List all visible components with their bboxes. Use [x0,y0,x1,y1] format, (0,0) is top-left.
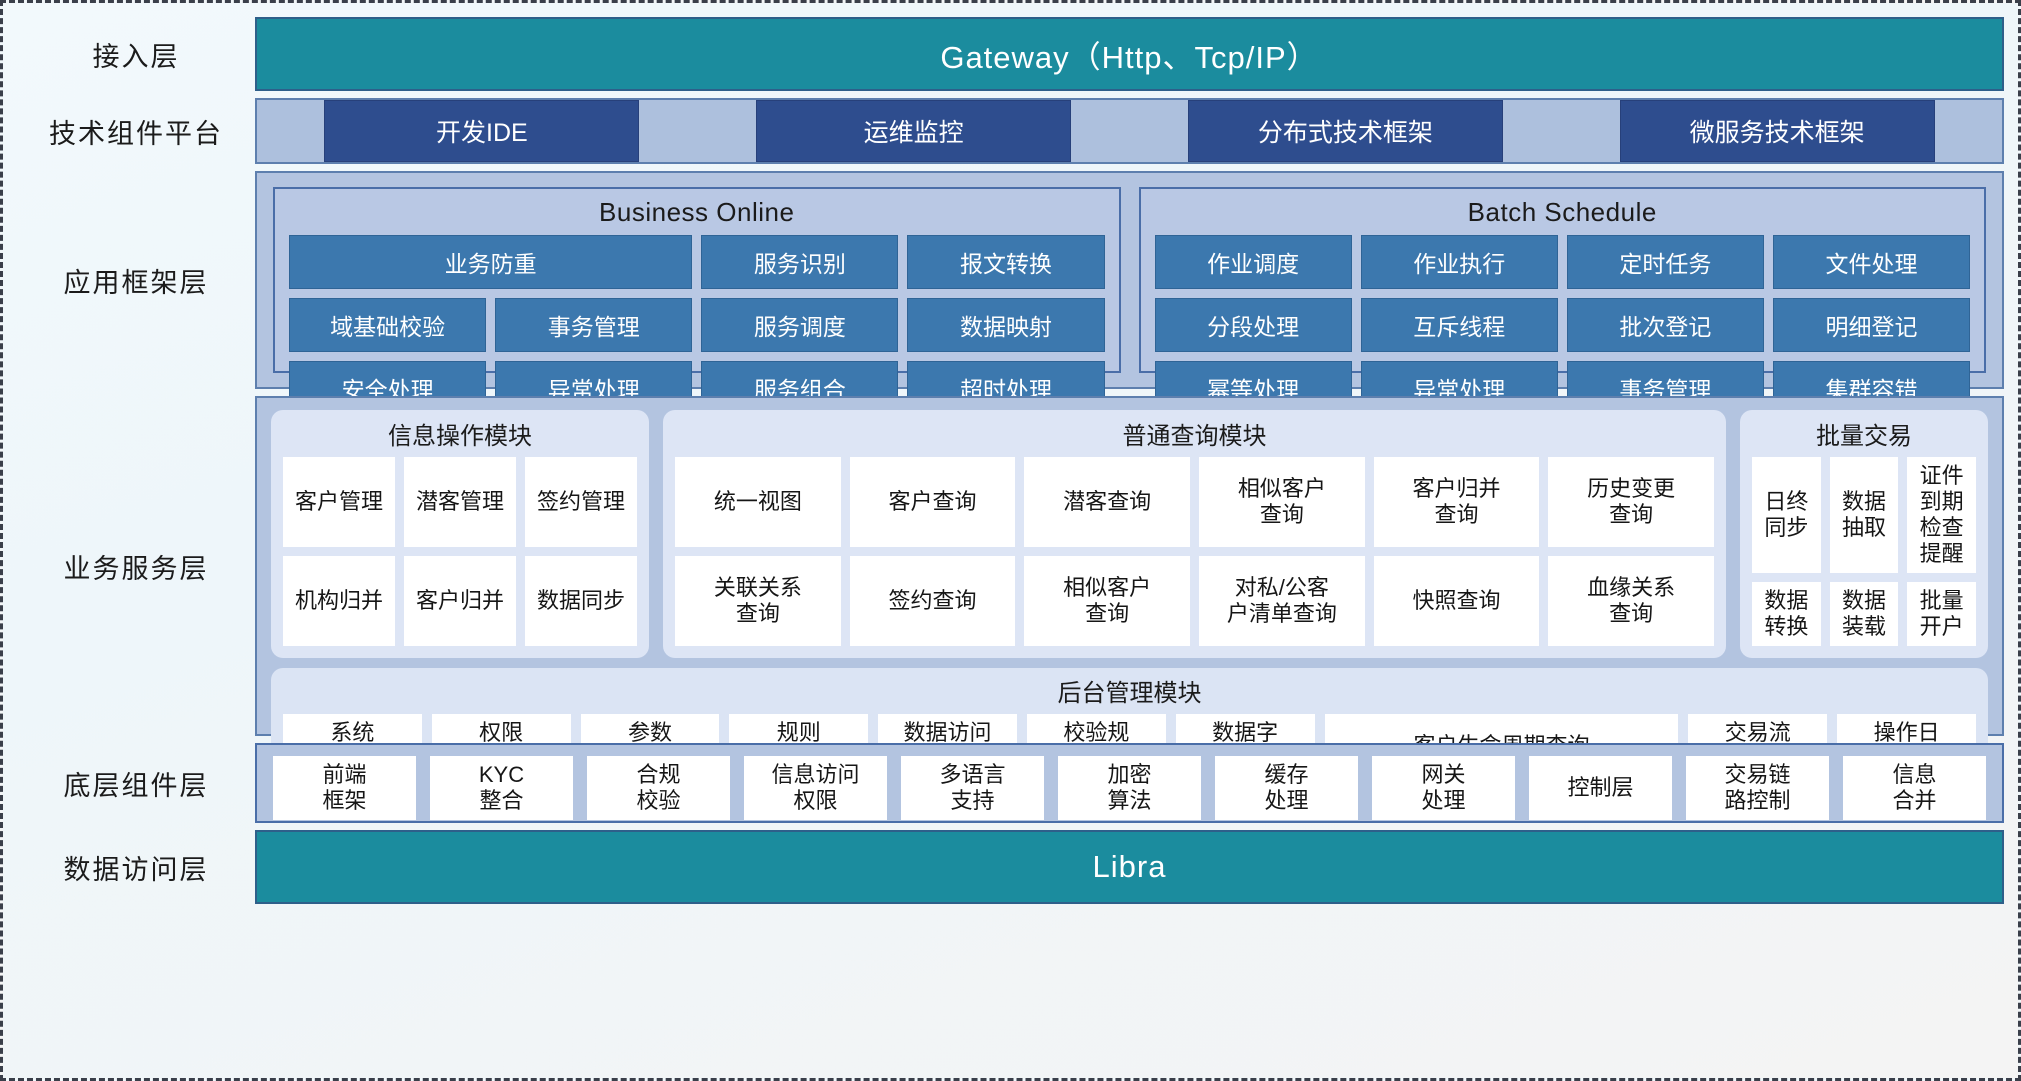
tech-chip[interactable]: 开发IDE [324,100,640,162]
framework-cell[interactable]: 明细登记 [1772,298,1970,352]
underlying-component-cell[interactable]: 加密 算法 [1058,756,1201,820]
underlying-component-cell[interactable]: 网关 处理 [1372,756,1515,820]
service-module-cell[interactable]: 签约查询 [849,555,1016,646]
framework-group: Batch Schedule 作业调度作业执行定时任务文件处理分段处理互斥线程批次… [1138,187,1986,415]
layer-rows: 接入层 Gateway（Http、Tcp/IP） 技术组件平台 开发IDE 运维监… [3,3,2018,1078]
framework-group: Business Online 业务防重服务识别报文转换域基础校验事务管理服务调度… [273,187,1121,415]
framework-cell[interactable]: 作业执行 [1360,235,1558,289]
underlying-component-cell[interactable]: 前端 框架 [273,756,416,820]
underlying-component-cell[interactable]: 交易链 路控制 [1686,756,1829,820]
framework-cell[interactable]: 业务防重 [289,235,693,289]
layer-label-tech-platform: 技术组件平台 [49,118,223,149]
tech-chip[interactable]: 运维监控 [756,100,1072,162]
underlying-component-cell[interactable]: KYC 整合 [430,756,573,820]
service-module-cell[interactable]: 对私/公客 户清单查询 [1199,555,1365,646]
service-module-card: 批量交易日终 同步数据 抽取证件到期 检查提醒数据 转换数据 装载批量 开户 [1740,410,1988,658]
underlying-component-cell[interactable]: 合规 校验 [587,756,730,820]
framework-cell[interactable]: 分段处理 [1154,298,1352,352]
framework-cell[interactable]: 作业调度 [1154,235,1352,289]
framework-cell[interactable]: 数据映射 [907,298,1105,352]
service-module-cell[interactable]: 数据 转换 [1752,581,1821,646]
framework-cell[interactable]: 事务管理 [495,298,693,352]
layer-row-app-framework: 应用框架层 Business Online 业务防重服务识别报文转换域基础校验事务… [17,171,2004,415]
framework-grid: 业务防重服务识别报文转换域基础校验事务管理服务调度数据映射安全处理异常处理服务组… [289,235,1105,415]
layer-body-tech-platform: 开发IDE 运维监控 分布式技术框架 微服务技术框架 [255,98,2004,164]
underlying-component-cell[interactable]: 信息 合并 [1843,756,1986,820]
service-module-title: 批量交易 [1816,423,1912,450]
framework-grid: 作业调度作业执行定时任务文件处理分段处理互斥线程批次登记明细登记幂等处理异常处理… [1154,235,1970,415]
service-module-cell[interactable]: 日终 同步 [1752,457,1821,573]
underlying-component-cell[interactable]: 多语言 支持 [901,756,1044,820]
service-module-cell[interactable]: 相似客户 查询 [1024,555,1190,646]
service-module-card: 信息操作模块客户管理潜客管理签约管理机构归并客户归并数据同步 [271,410,649,658]
tech-chip[interactable]: 微服务技术框架 [1619,100,1935,162]
underlying-component-cell[interactable]: 缓存 处理 [1215,756,1358,820]
framework-cell[interactable]: 服务识别 [701,235,899,289]
libra-bar[interactable]: Libra [255,830,2004,904]
service-module-cell[interactable]: 客户归并 查询 [1373,457,1540,547]
service-module-cell[interactable]: 快照查询 [1373,555,1540,646]
framework-cell[interactable]: 报文转换 [907,235,1105,289]
framework-group-title: Batch Schedule [1467,197,1657,227]
framework-cell[interactable]: 批次登记 [1566,298,1764,352]
service-module-cell[interactable]: 数据 装载 [1829,581,1899,646]
layer-row-access: 接入层 Gateway（Http、Tcp/IP） [17,17,2004,91]
service-module-cell[interactable]: 批量 开户 [1907,581,1976,646]
layer-label-data-access: 数据访问层 [63,854,209,885]
framework-cell[interactable]: 域基础校验 [289,298,487,352]
framework-group-title: Business Online [599,197,795,227]
service-module-cell[interactable]: 客户查询 [849,457,1016,547]
service-module-cell[interactable]: 关联关系 查询 [675,555,841,646]
layer-row-tech-platform: 技术组件平台 开发IDE 运维监控 分布式技术框架 微服务技术框架 [17,98,2004,164]
framework-cell[interactable]: 服务调度 [701,298,899,352]
tech-platform-band: 开发IDE 运维监控 分布式技术框架 微服务技术框架 [255,98,2004,164]
service-module-cell[interactable]: 数据同步 [525,555,637,646]
layer-label-app-framework: 应用框架层 [63,267,209,298]
service-module-cell[interactable]: 证件到期 检查提醒 [1907,457,1976,573]
service-module-card: 普通查询模块统一视图客户查询潜客查询相似客户 查询客户归并 查询历史变更 查询关… [663,410,1726,658]
service-module-cell[interactable]: 机构归并 [283,555,395,646]
layer-row-data-access: 数据访问层 Libra [17,830,2004,904]
layer-label-business-service: 业务服务层 [63,553,209,584]
layer-label-underlying-components: 底层组件层 [63,770,209,801]
layer-body-access: Gateway（Http、Tcp/IP） [255,17,2004,91]
business-modules-row: 信息操作模块客户管理潜客管理签约管理机构归并客户归并数据同步 普通查询模块统一视图… [271,410,1988,658]
service-module-title: 普通查询模块 [1122,423,1267,450]
service-module-cell[interactable]: 历史变更 查询 [1548,457,1714,547]
tech-chip[interactable]: 分布式技术框架 [1187,100,1503,162]
layer-body-business-service: 信息操作模块客户管理潜客管理签约管理机构归并客户归并数据同步 普通查询模块统一视图… [255,396,2004,788]
layer-body-data-access: Libra [255,830,2004,904]
layer-body-app-framework: Business Online 业务防重服务识别报文转换域基础校验事务管理服务调度… [255,171,2004,415]
layer-label-access: 接入层 [92,41,180,72]
gateway-bar[interactable]: Gateway（Http、Tcp/IP） [255,17,2004,91]
service-module-cell[interactable]: 血缘关系 查询 [1548,555,1714,646]
framework-cell[interactable]: 互斥线程 [1360,298,1558,352]
underlying-component-cell[interactable]: 信息访问 权限 [744,756,887,820]
business-service-band: 信息操作模块客户管理潜客管理签约管理机构归并客户归并数据同步 普通查询模块统一视图… [255,396,2004,788]
service-module-cell[interactable]: 签约管理 [525,457,637,547]
service-module-grid: 客户管理潜客管理签约管理机构归并客户归并数据同步 [283,457,637,646]
underlying-component-cell[interactable]: 控制层 [1529,756,1672,820]
service-module-cell[interactable]: 潜客查询 [1024,457,1190,547]
app-framework-band: Business Online 业务防重服务识别报文转换域基础校验事务管理服务调度… [255,171,2004,415]
layer-row-business-service: 业务服务层 信息操作模块客户管理潜客管理签约管理机构归并客户归并数据同步 普通查询… [17,396,2004,788]
framework-cell[interactable]: 文件处理 [1772,235,1970,289]
service-module-grid: 日终 同步数据 抽取证件到期 检查提醒数据 转换数据 装载批量 开户 [1752,457,1976,646]
service-module-title: 信息操作模块 [388,423,532,450]
service-module-cell[interactable]: 潜客管理 [404,457,516,547]
service-module-cell[interactable]: 统一视图 [675,457,841,547]
service-module-cell[interactable]: 客户归并 [404,555,516,646]
service-module-cell[interactable]: 数据 抽取 [1829,457,1899,573]
admin-module-title: 后台管理模块 [1057,679,1202,707]
framework-cell[interactable]: 定时任务 [1566,235,1764,289]
service-module-cell[interactable]: 相似客户 查询 [1199,457,1365,547]
service-module-grid: 统一视图客户查询潜客查询相似客户 查询客户归并 查询历史变更 查询关联关系 查询… [675,457,1714,646]
service-module-cell[interactable]: 客户管理 [283,457,395,547]
